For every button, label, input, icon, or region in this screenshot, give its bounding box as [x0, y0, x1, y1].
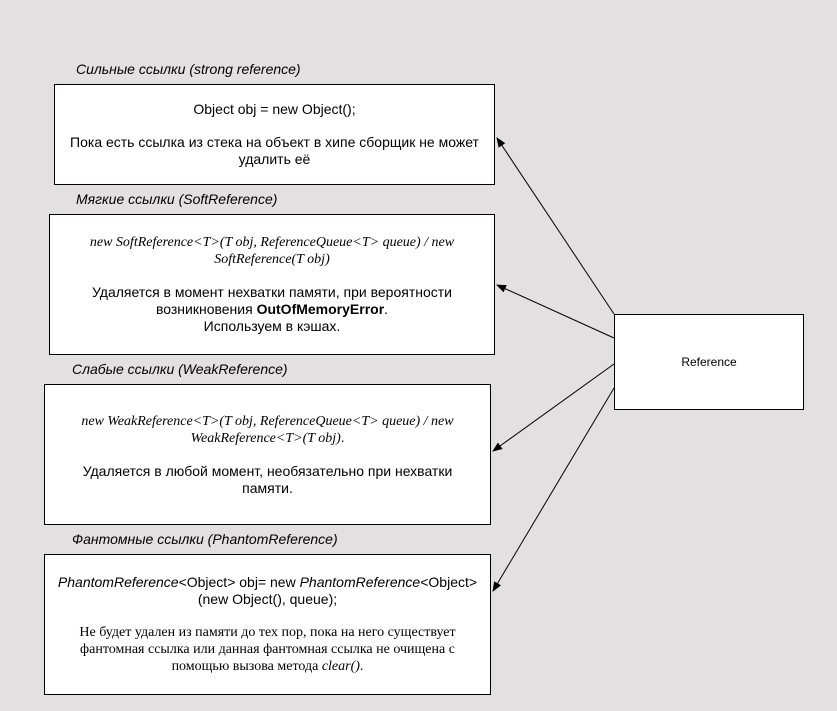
soft-ref-title: Мягкие ссылки (SoftReference) [76, 191, 278, 207]
phantom-ref-code-line-2: (new Object(), queue); [197, 591, 338, 607]
soft-ref-desc-suffix: . [384, 301, 389, 317]
weak-ref-description: Удаляется в любой момент, необязательно … [82, 462, 453, 496]
weak-ref-box: new WeakReference<T>(T obj, ReferenceQue… [44, 384, 491, 525]
phantom-ref-method: clear() [321, 659, 360, 674]
soft-ref-description: Удаляется в момент нехватки памяти, при … [62, 284, 482, 318]
soft-ref-usage: Используем в кэшах. [203, 318, 341, 334]
arrow-to-strong [496, 137, 615, 315]
reference-box: Reference [614, 314, 804, 410]
strong-ref-title: Сильные ссылки (strong reference) [76, 61, 301, 77]
phantom-ref-class-2: PhantomReference [299, 574, 421, 590]
phantom-ref-description: Не будет удален из памяти до тех пор, по… [57, 624, 478, 675]
arrow-to-phantom [492, 387, 615, 592]
phantom-ref-class-1: PhantomReference [57, 574, 179, 590]
strong-ref-code: Object obj = new Object(); [193, 101, 356, 117]
arrow-to-weak [492, 363, 615, 452]
strong-ref-box: Object obj = new Object(); Пока есть ссы… [54, 84, 495, 185]
strong-ref-description: Пока есть ссылка из стека на объект в хи… [70, 134, 479, 167]
phantom-ref-title: Фантомные ссылки (PhantomReference) [72, 531, 338, 547]
weak-ref-code: new WeakReference<T>(T obj, ReferenceQue… [81, 413, 454, 446]
reference-label: Reference [681, 355, 737, 369]
weak-ref-title: Слабые ссылки (WeakReference) [72, 361, 288, 377]
weak-ref-code-end: . [340, 430, 345, 446]
arrow-to-soft [496, 284, 615, 339]
phantom-ref-code-mid-2: <Object> [420, 574, 478, 590]
phantom-ref-box: PhantomReference<Object> obj= new Phanto… [44, 554, 491, 695]
soft-ref-desc-prefix: Удаляется в момент нехватки памяти, при … [92, 284, 452, 317]
phantom-ref-desc-end: . [359, 659, 364, 674]
phantom-ref-code-mid-1: <Object> obj= new [178, 574, 300, 590]
soft-ref-box: new SoftReference<T>(T obj, ReferenceQue… [49, 214, 495, 355]
weak-ref-code-line: new WeakReference<T>(T obj, ReferenceQue… [57, 413, 478, 447]
phantom-ref-desc-text: Не будет удален из памяти до тех пор, по… [79, 625, 456, 674]
soft-ref-code: new SoftReference<T>(T obj, ReferenceQue… [89, 235, 455, 267]
phantom-ref-code: PhantomReference<Object> obj= new Phanto… [58, 574, 477, 591]
soft-ref-error-name: OutOfMemoryError [256, 301, 385, 317]
